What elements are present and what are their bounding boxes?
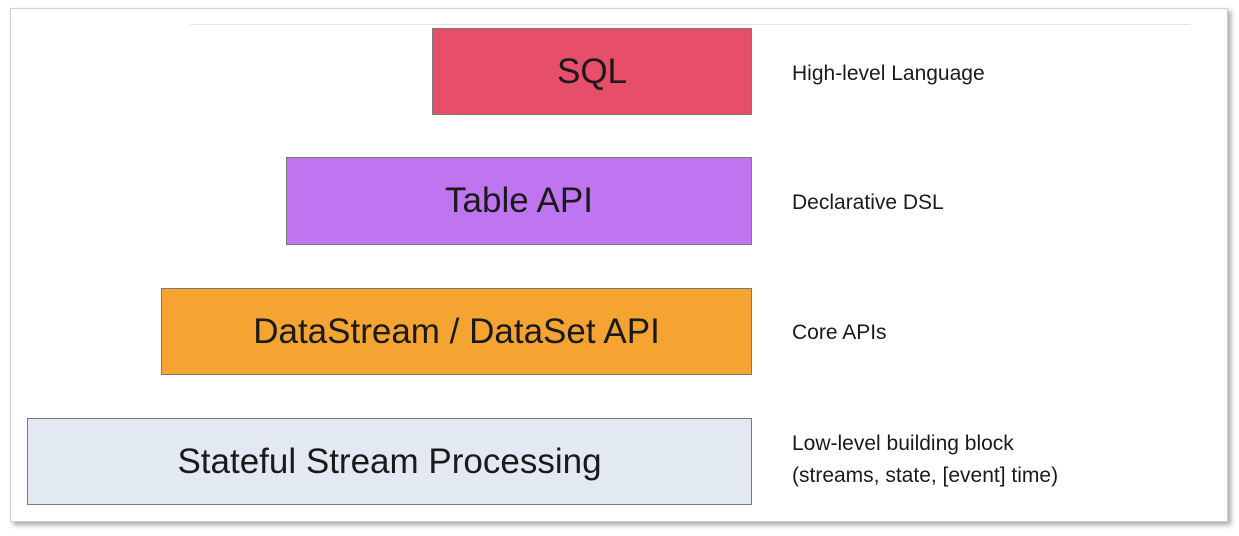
layer-box-datastream-api: DataStream / DataSet API — [161, 288, 752, 375]
layer-label: Table API — [445, 181, 593, 220]
layer-description-datastream-api: Core APIs — [792, 317, 887, 349]
layer-box-table-api: Table API — [286, 157, 752, 245]
description-line: High-level Language — [792, 62, 985, 85]
description-line: Low-level building block — [792, 432, 1014, 455]
layer-label: Stateful Stream Processing — [177, 441, 602, 481]
layer-label: DataStream / DataSet API — [253, 311, 660, 351]
layer-description-sql: High-level Language — [792, 58, 985, 90]
layer-description-stateful-stream-processing: Low-level building block (streams, state… — [792, 428, 1058, 492]
description-line: Core APIs — [792, 321, 887, 344]
layer-description-table-api: Declarative DSL — [792, 187, 944, 219]
description-line: (streams, state, [event] time) — [792, 464, 1059, 487]
layer-box-sql: SQL — [432, 28, 752, 115]
layer-box-stateful-stream-processing: Stateful Stream Processing — [27, 418, 752, 505]
description-line: Declarative DSL — [792, 191, 944, 214]
divider-line — [190, 24, 1190, 25]
layer-label: SQL — [556, 51, 628, 91]
